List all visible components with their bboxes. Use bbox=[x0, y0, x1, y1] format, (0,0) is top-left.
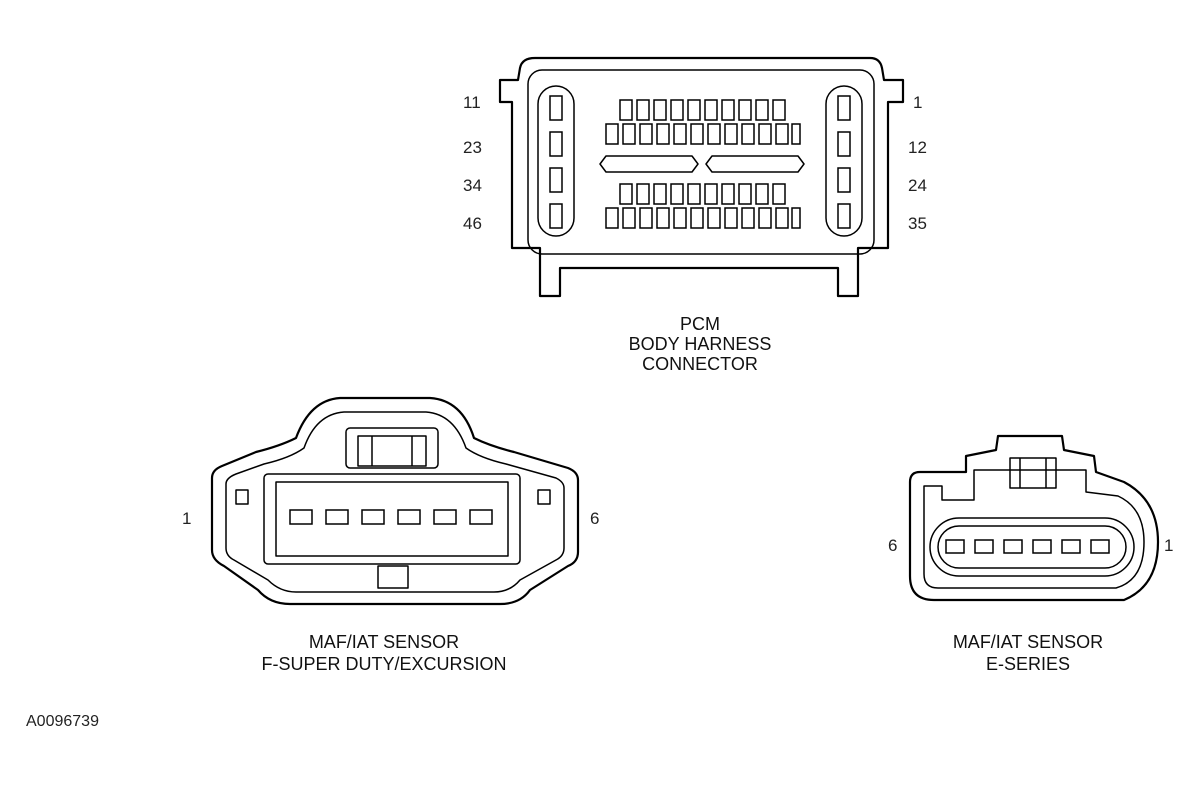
maf-sd-bottom-key bbox=[377, 565, 409, 589]
maf-sd-cavity-face bbox=[263, 473, 521, 565]
maf-es-pin-label-right: 1 bbox=[1164, 536, 1173, 555]
figure-id: A0096739 bbox=[26, 713, 99, 730]
pcm-housing-outline bbox=[498, 56, 905, 298]
pcm-pin-label-left: 34 bbox=[463, 176, 482, 195]
maf-es-inner-outline bbox=[923, 469, 1145, 589]
maf-sd-pin-label-right: 6 bbox=[590, 509, 599, 528]
pcm-center-cavities bbox=[599, 99, 805, 229]
pcm-left-pin-column bbox=[537, 85, 575, 237]
pcm-pin-label-right: 35 bbox=[908, 214, 927, 233]
maf-super-duty-connector: 1 6 MAF/IAT SENSOR F-SUPER DUTY/EXCURSIO… bbox=[182, 396, 599, 674]
maf-es-cavity-face bbox=[929, 517, 1135, 577]
maf-es-housing-outline bbox=[908, 434, 1160, 602]
pcm-inner-frame bbox=[527, 69, 875, 255]
maf-sd-housing-outline bbox=[210, 396, 580, 606]
pcm-pin-label-left: 11 bbox=[463, 93, 481, 112]
pcm-right-cavities bbox=[837, 95, 851, 229]
pcm-right-pin-column bbox=[825, 85, 863, 237]
maf-sd-pin-label-left: 1 bbox=[182, 509, 191, 528]
pcm-caption-line: CONNECTOR bbox=[642, 354, 758, 374]
maf-sd-inner-outline bbox=[225, 411, 565, 593]
maf-es-caption-line: E-SERIES bbox=[986, 654, 1070, 674]
pcm-pin-label-left: 23 bbox=[463, 138, 482, 157]
maf-es-latch bbox=[1009, 457, 1057, 489]
pcm-pin-label-right: 12 bbox=[908, 138, 927, 157]
pcm-pin-label-right: 24 bbox=[908, 176, 927, 195]
maf-es-caption-line: MAF/IAT SENSOR bbox=[953, 632, 1103, 652]
maf-es-pin-label-left: 6 bbox=[888, 536, 897, 555]
maf-sd-pin-cavities bbox=[289, 509, 493, 525]
pcm-caption-line: PCM bbox=[680, 314, 720, 334]
maf-sd-caption-line: F-SUPER DUTY/EXCURSION bbox=[261, 654, 506, 674]
maf-sd-caption-line: MAF/IAT SENSOR bbox=[309, 632, 459, 652]
pcm-pin-label-left: 46 bbox=[463, 214, 482, 233]
pcm-pin-label-right: 1 bbox=[913, 93, 922, 112]
maf-sd-latch bbox=[345, 427, 439, 469]
pcm-left-cavities bbox=[549, 95, 563, 229]
pcm-connector: 11 23 34 46 1 12 24 35 PCM BODY HARNESS … bbox=[463, 56, 927, 374]
maf-e-series-connector: 6 1 MAF/IAT SENSOR E-SERIES bbox=[888, 434, 1173, 674]
pcm-caption-line: BODY HARNESS bbox=[629, 334, 772, 354]
maf-es-pin-cavities bbox=[945, 539, 1110, 554]
